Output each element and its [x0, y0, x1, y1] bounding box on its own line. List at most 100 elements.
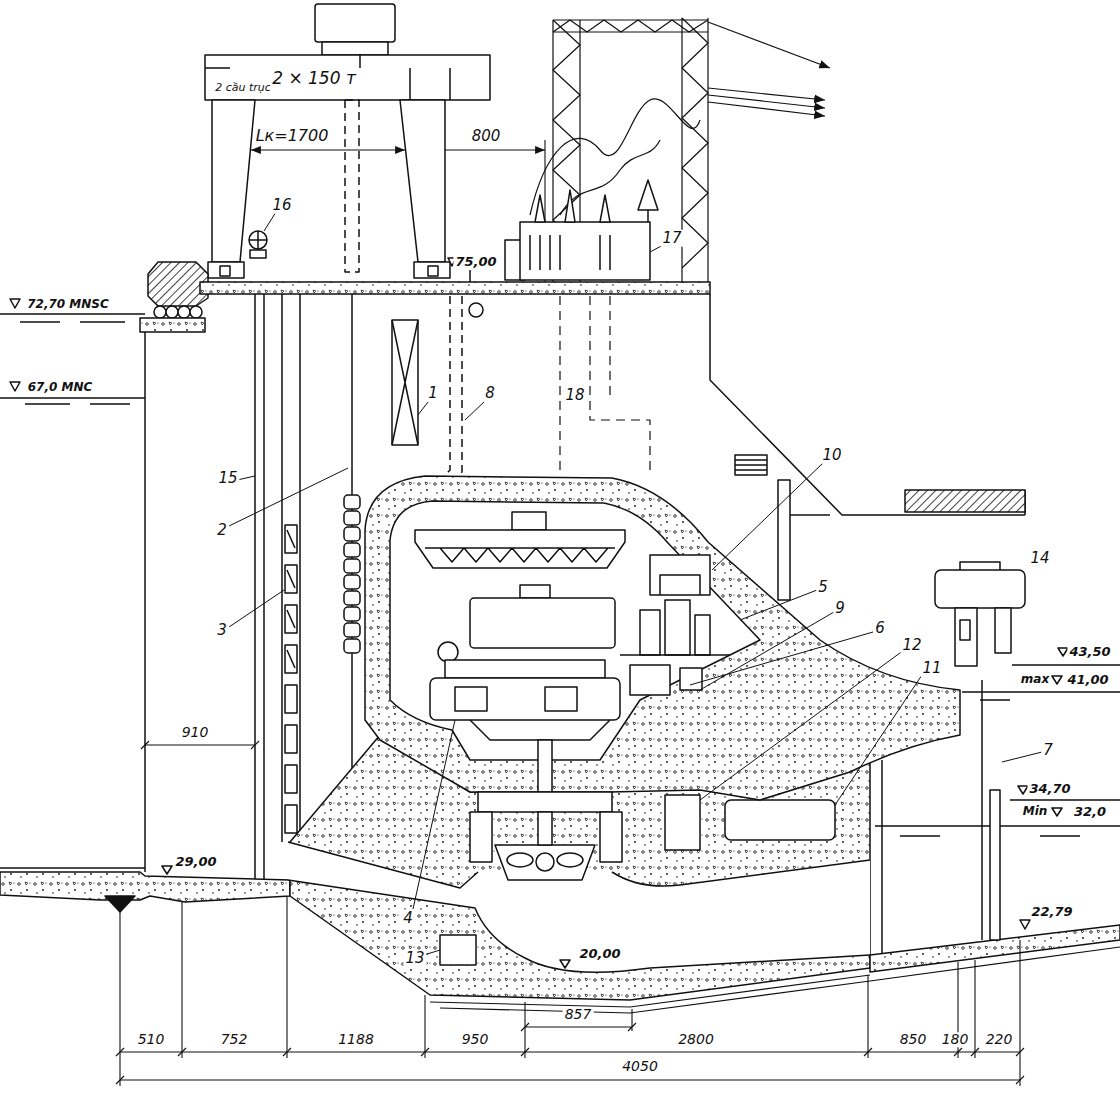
busbar-route — [560, 296, 650, 470]
gantry-crane — [220, 266, 230, 276]
intake-structure — [392, 320, 418, 445]
hoist-symbol — [249, 231, 267, 249]
dimension-lines — [120, 1052, 1020, 1080]
dimension-lines — [141, 741, 259, 749]
turbine — [478, 792, 612, 812]
intake-structure — [282, 294, 300, 842]
callout-number: 3 — [215, 622, 229, 639]
dimension-lines — [145, 744, 255, 745]
leader-line — [740, 590, 817, 620]
hall-equipment — [470, 720, 610, 740]
hall-equipment — [455, 687, 487, 711]
hall-equipment — [545, 687, 577, 711]
dimension-value: 510 — [136, 1032, 167, 1047]
downstream-gantry — [995, 608, 1011, 653]
gate-hoist — [190, 306, 202, 318]
leader-line — [237, 476, 255, 480]
upstream-water — [0, 299, 145, 868]
gantry-crane — [205, 55, 490, 100]
intake-structure — [285, 725, 297, 753]
dimension-value: 1188 — [336, 1032, 376, 1047]
transformer — [647, 210, 649, 222]
hall-equipment — [680, 668, 702, 690]
tailrace — [981, 680, 983, 940]
leader-line — [700, 650, 904, 800]
hall-equipment — [430, 678, 620, 720]
tailrace — [1018, 676, 1062, 929]
dimension-value: 950 — [460, 1032, 491, 1047]
transmission-tower — [560, 140, 660, 215]
gallery — [440, 935, 476, 965]
hall-equipment — [538, 740, 552, 792]
dimension-value: 220 — [984, 1032, 1015, 1047]
gantry-crane — [345, 100, 359, 272]
intake-structure — [469, 303, 483, 317]
transformer — [535, 190, 610, 222]
gallery — [440, 795, 835, 965]
transmission-tower — [530, 99, 700, 215]
intake-structure — [344, 527, 360, 541]
crane-caption: 2 cầu trục — [213, 82, 273, 94]
upstream-water — [10, 299, 20, 391]
turbine — [557, 853, 583, 867]
intake-structure — [392, 320, 418, 445]
dimension-lines — [120, 897, 1020, 1086]
level-mark: 29,00 — [173, 855, 218, 869]
intake-structure — [344, 543, 360, 557]
dimension-value: Lк=1700 — [254, 127, 331, 145]
hall-equipment — [665, 600, 690, 655]
water-passage — [288, 842, 870, 972]
callout-number: 2 — [215, 522, 229, 539]
downstream-gantry — [935, 562, 1120, 666]
dimension-lines — [116, 1048, 1024, 1056]
transmission-tower — [708, 22, 830, 68]
leader-line — [690, 632, 873, 685]
level-mark: 20,00 — [577, 947, 622, 961]
dimension-value: 850 — [898, 1032, 929, 1047]
downstream-building — [710, 294, 1025, 600]
intake-structure — [285, 685, 297, 713]
downstream-gantry — [935, 570, 1025, 608]
callout-number: 11 — [920, 660, 943, 677]
gate-hoist — [178, 306, 190, 318]
dimension-value: 180 — [940, 1032, 971, 1047]
hall-equipment — [445, 660, 605, 678]
downstream-building — [735, 455, 767, 475]
dimension-value: 752 — [219, 1032, 250, 1047]
deck-slab — [200, 282, 710, 294]
intake-structure — [344, 495, 360, 509]
dimension-value: 800 — [470, 128, 503, 145]
callout-number: 14 — [1028, 550, 1051, 567]
level-mark: 43,50 — [1067, 645, 1112, 659]
intake-structure — [344, 575, 360, 589]
turbine — [538, 812, 552, 845]
leader-line — [835, 672, 924, 805]
leader-line — [418, 402, 428, 415]
dimension-value: 857 — [563, 1007, 594, 1022]
hall-equipment — [415, 530, 625, 568]
hall-equipment — [650, 555, 710, 595]
crane-caption: 2 × 150 т — [270, 69, 358, 88]
leader-line — [465, 402, 484, 420]
level-mark: 32,0 — [1072, 805, 1108, 819]
intake-structure — [285, 805, 297, 833]
tailrace — [881, 760, 883, 955]
hall-equipment — [695, 615, 710, 655]
callout-number: 10 — [820, 447, 843, 464]
intake-structure — [287, 530, 295, 668]
dimension-lines — [116, 1076, 1024, 1084]
gate-hoist — [154, 306, 166, 318]
downstream-building — [778, 480, 790, 600]
leader-line — [229, 468, 348, 526]
intake-structure — [255, 294, 264, 880]
level-mark: 72,70 MNSC — [25, 298, 111, 311]
gate-hoist — [166, 306, 178, 318]
leader-line — [413, 720, 455, 909]
leader-line — [229, 590, 284, 627]
busbar-route — [609, 296, 610, 400]
gate-hoist — [148, 262, 208, 318]
intake-structure — [144, 332, 146, 872]
